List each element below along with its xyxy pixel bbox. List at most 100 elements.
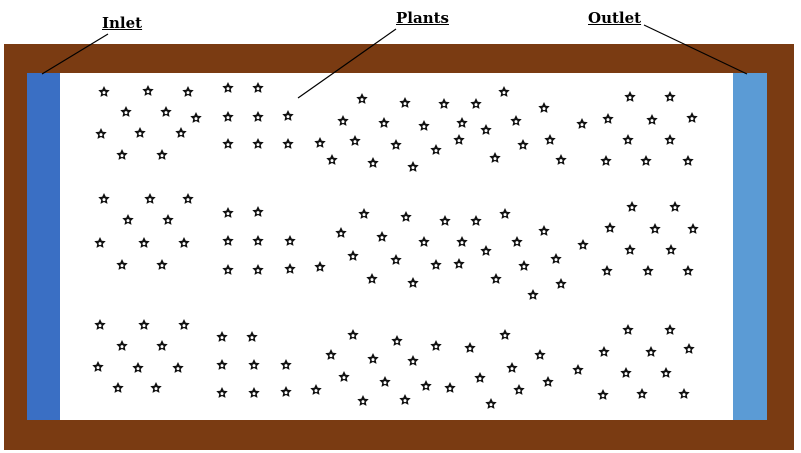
flower-icon	[92, 361, 104, 372]
flower-icon	[682, 265, 694, 276]
flower-icon	[356, 93, 368, 104]
flower-icon	[555, 278, 567, 289]
flower-icon	[444, 382, 456, 393]
flower-icon	[116, 340, 128, 351]
flower-icon	[94, 319, 106, 330]
flower-icon	[542, 376, 554, 387]
flower-icon	[282, 110, 294, 121]
flower-icon	[664, 134, 676, 145]
flower-icon	[624, 91, 636, 102]
flower-icon	[517, 139, 529, 150]
flower-icon	[640, 155, 652, 166]
flower-icon	[98, 86, 110, 97]
flower-icon	[687, 223, 699, 234]
flower-icon	[510, 115, 522, 126]
flower-icon	[664, 324, 676, 335]
flower-icon	[120, 106, 132, 117]
flower-icon	[246, 331, 258, 342]
flower-icon	[116, 149, 128, 160]
flower-icon	[216, 331, 228, 342]
plants-layer	[92, 82, 699, 409]
flower-icon	[498, 86, 510, 97]
flower-icon	[600, 155, 612, 166]
flower-icon	[182, 86, 194, 97]
flower-icon	[474, 372, 486, 383]
flower-icon	[576, 118, 588, 129]
flower-icon	[116, 259, 128, 270]
flower-icon	[499, 208, 511, 219]
flower-icon	[326, 154, 338, 165]
flower-icon	[534, 349, 546, 360]
flower-icon	[150, 382, 162, 393]
flower-icon	[144, 193, 156, 204]
flower-icon	[490, 273, 502, 284]
flower-icon	[646, 114, 658, 125]
flower-icon	[470, 98, 482, 109]
flower-icon	[358, 208, 370, 219]
flower-icon	[430, 259, 442, 270]
flower-icon	[378, 117, 390, 128]
flower-icon	[407, 161, 419, 172]
flower-icon	[622, 324, 634, 335]
flower-icon	[439, 215, 451, 226]
flower-icon	[252, 82, 264, 93]
flower-icon	[453, 258, 465, 269]
flower-icon	[622, 134, 634, 145]
flower-icon	[142, 85, 154, 96]
flower-icon	[678, 388, 690, 399]
flower-icon	[349, 135, 361, 146]
flower-icon	[456, 236, 468, 247]
flower-icon	[94, 237, 106, 248]
flower-icon	[513, 384, 525, 395]
flower-icon	[620, 367, 632, 378]
flower-icon	[280, 359, 292, 370]
flower-icon	[190, 112, 202, 123]
flower-icon	[172, 362, 184, 373]
flower-icon	[347, 250, 359, 261]
flower-icon	[325, 349, 337, 360]
flower-icon	[555, 154, 567, 165]
flower-icon	[660, 367, 672, 378]
flower-icon	[112, 382, 124, 393]
flower-icon	[252, 264, 264, 275]
flower-icon	[252, 111, 264, 122]
flower-icon	[601, 265, 613, 276]
plants-leader-line	[297, 28, 397, 99]
flower-icon	[314, 137, 326, 148]
flower-icon	[511, 236, 523, 247]
flower-icon	[156, 340, 168, 351]
outlet-leader-line	[643, 24, 748, 75]
flower-icon	[98, 193, 110, 204]
flower-icon	[636, 388, 648, 399]
flower-icon	[664, 91, 676, 102]
flower-icon	[390, 254, 402, 265]
flower-icon	[418, 120, 430, 131]
flower-icon	[399, 394, 411, 405]
flower-icon	[645, 346, 657, 357]
flower-icon	[222, 235, 234, 246]
flower-icon	[248, 387, 260, 398]
flower-icon	[134, 127, 146, 138]
flower-icon	[464, 342, 476, 353]
flower-icon	[682, 155, 694, 166]
inlet-zone	[27, 73, 60, 420]
flower-icon	[178, 319, 190, 330]
flower-icon	[400, 211, 412, 222]
flower-icon	[252, 235, 264, 246]
flower-icon	[470, 215, 482, 226]
flower-icon	[222, 207, 234, 218]
flower-icon	[222, 111, 234, 122]
flower-icon	[284, 263, 296, 274]
outlet-zone	[733, 73, 767, 420]
flower-icon	[550, 253, 562, 264]
flower-icon	[420, 380, 432, 391]
flower-icon	[407, 277, 419, 288]
flower-icon	[347, 329, 359, 340]
flower-icon	[453, 134, 465, 145]
flower-icon	[216, 359, 228, 370]
inlet-label: Inlet	[102, 14, 143, 32]
flower-icon	[506, 362, 518, 373]
flower-icon	[604, 222, 616, 233]
flower-icon	[156, 149, 168, 160]
flower-icon	[485, 398, 497, 409]
